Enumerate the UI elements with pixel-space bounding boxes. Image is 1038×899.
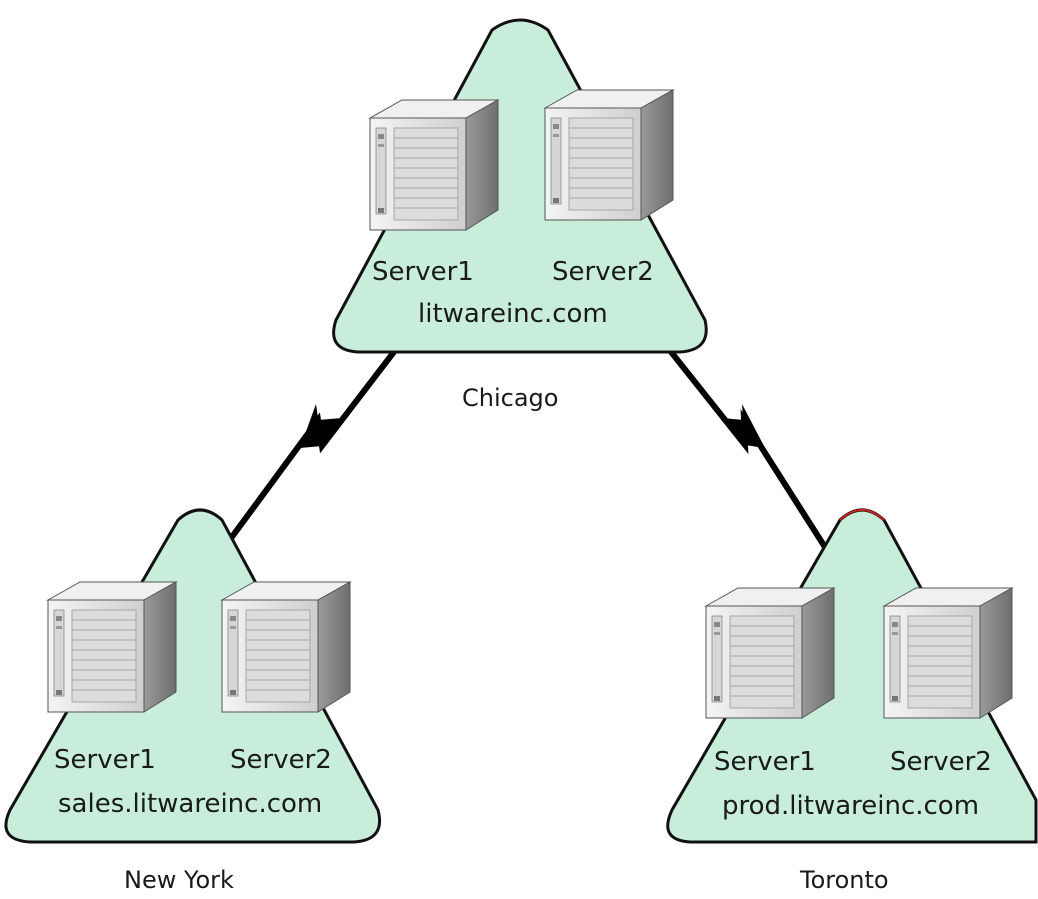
site-triangle bbox=[332, 18, 708, 354]
server-icon bbox=[705, 587, 835, 719]
server-label: Server2 bbox=[552, 257, 654, 287]
wan-link-chicago-toronto bbox=[657, 336, 833, 557]
domain-label: sales.litwareinc.com bbox=[58, 789, 322, 819]
server-label: Server1 bbox=[714, 747, 816, 777]
site-toronto: Server1 Server2 prod.litwareinc.com Toro… bbox=[666, 508, 1038, 894]
server-icon bbox=[369, 99, 499, 231]
site-triangle bbox=[4, 508, 381, 844]
domain-label: prod.litwareinc.com bbox=[722, 791, 979, 821]
server-icon bbox=[47, 581, 177, 713]
server-label: Server2 bbox=[230, 745, 332, 775]
location-label: Toronto bbox=[799, 866, 889, 894]
location-label: New York bbox=[124, 866, 234, 894]
server-icon bbox=[221, 581, 351, 713]
site-new-york: Server1 Server2 sales.litwareinc.com New… bbox=[4, 508, 381, 894]
server-icon bbox=[883, 587, 1013, 719]
server-icon bbox=[544, 89, 674, 221]
server-label: Server2 bbox=[890, 747, 992, 777]
domain-label: litwareinc.com bbox=[418, 299, 608, 329]
site-chicago: Server1 Server2 litwareinc.com Chicago bbox=[332, 18, 708, 412]
wan-link-chicago-new-york bbox=[223, 338, 406, 547]
server-label: Server1 bbox=[54, 745, 156, 775]
link-highlight bbox=[839, 509, 885, 521]
server-label: Server1 bbox=[372, 257, 474, 287]
location-label: Chicago bbox=[462, 384, 558, 412]
